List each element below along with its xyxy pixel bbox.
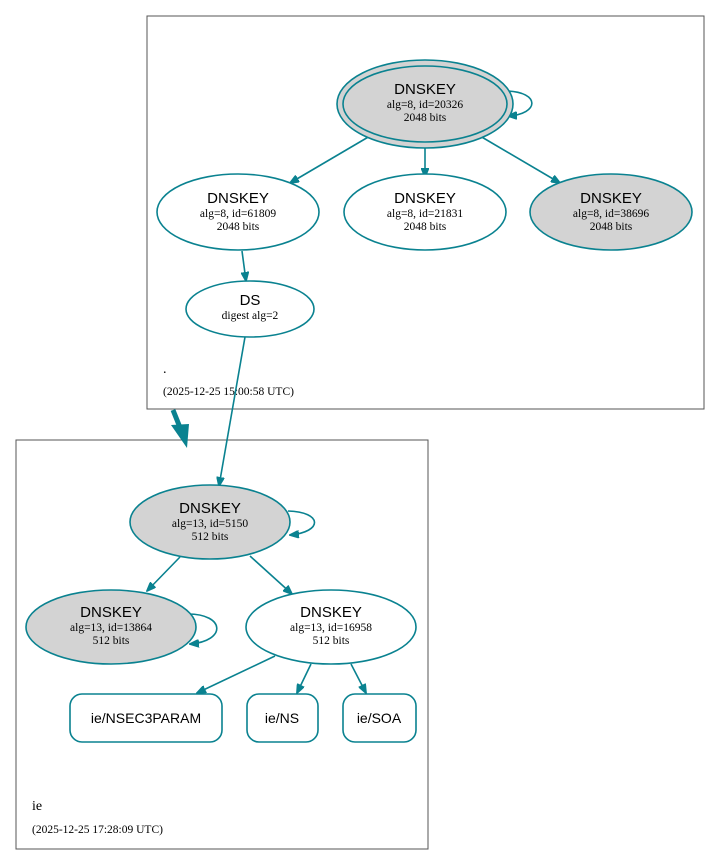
ie-zone-timestamp: (2025-12-25 17:28:09 UTC) [32, 824, 163, 836]
root-zsk2-node[interactable]: DNSKEY alg=8, id=21831 2048 bits [343, 173, 507, 251]
node-detail: alg=8, id=38696 [573, 208, 649, 220]
node-detail: 2048 bits [404, 221, 447, 233]
ie-ksk-self-edge [287, 510, 316, 535]
node-title: DNSKEY [394, 81, 456, 98]
ie-zone-label: ie [32, 799, 42, 814]
node-detail: 2048 bits [404, 112, 447, 124]
rrset-ns-node[interactable]: ie/NS [246, 693, 319, 743]
delegation-arrowhead [171, 424, 189, 448]
node-title: DNSKEY [179, 500, 241, 517]
node-detail: 2048 bits [217, 221, 260, 233]
edge-zsk-to-soa [350, 663, 366, 693]
node-detail: digest alg=2 [222, 310, 279, 322]
node-title: DNSKEY [300, 604, 362, 621]
root-ksk-self-edge [507, 90, 533, 116]
node-detail: alg=8, id=21831 [387, 208, 463, 220]
rrset-nsec3param-node[interactable]: ie/NSEC3PARAM [69, 693, 223, 743]
node-detail: alg=8, id=61809 [200, 208, 276, 220]
node-detail: 512 bits [93, 635, 130, 647]
ie-key2-node[interactable]: DNSKEY alg=13, id=13864 512 bits [25, 589, 197, 665]
edge-ie-ksk-to-zsk [249, 555, 292, 594]
node-detail: alg=13, id=5150 [172, 518, 248, 530]
node-title: DNSKEY [207, 190, 269, 207]
edge-root-ksk-to-ksk2 [479, 135, 560, 183]
root-ksk2-node[interactable]: DNSKEY alg=8, id=38696 2048 bits [529, 173, 693, 251]
edge-root-ksk-to-zsk1 [290, 135, 371, 183]
rrset-label: ie/SOA [357, 710, 402, 726]
node-title: DNSKEY [80, 604, 142, 621]
edge-zsk-to-ns [297, 663, 312, 693]
node-detail: 2048 bits [590, 221, 633, 233]
ie-key2-self-edge [187, 613, 218, 644]
node-title: DS [240, 292, 261, 309]
root-ksk-node[interactable]: DNSKEY alg=8, id=20326 2048 bits [336, 59, 514, 149]
edge-ds-to-ie-ksk [219, 336, 246, 486]
ie-ksk-node[interactable]: DNSKEY alg=13, id=5150 512 bits [129, 484, 291, 560]
node-title: DNSKEY [580, 190, 642, 207]
node-detail: 512 bits [313, 635, 350, 647]
node-detail: alg=13, id=16958 [290, 622, 372, 634]
rrset-label: ie/NS [265, 710, 299, 726]
rrset-label: ie/NSEC3PARAM [91, 710, 201, 726]
node-detail: 512 bits [192, 531, 229, 543]
node-title: DNSKEY [394, 190, 456, 207]
node-detail: alg=8, id=20326 [387, 99, 463, 111]
node-detail: alg=13, id=13864 [70, 622, 152, 634]
root-zone-timestamp: (2025-12-25 15:00:58 UTC) [163, 386, 294, 398]
ds-node[interactable]: DS digest alg=2 [185, 280, 315, 338]
edge-ie-ksk-to-key2 [147, 556, 181, 591]
edge-zsk1-to-ds [242, 250, 246, 281]
ie-zsk-node[interactable]: DNSKEY alg=13, id=16958 512 bits [245, 589, 417, 665]
edge-zsk-to-nsec3param [197, 655, 276, 693]
root-zone-label: . [163, 362, 167, 377]
root-zsk1-node[interactable]: DNSKEY alg=8, id=61809 2048 bits [156, 173, 320, 251]
rrset-soa-node[interactable]: ie/SOA [342, 693, 417, 743]
